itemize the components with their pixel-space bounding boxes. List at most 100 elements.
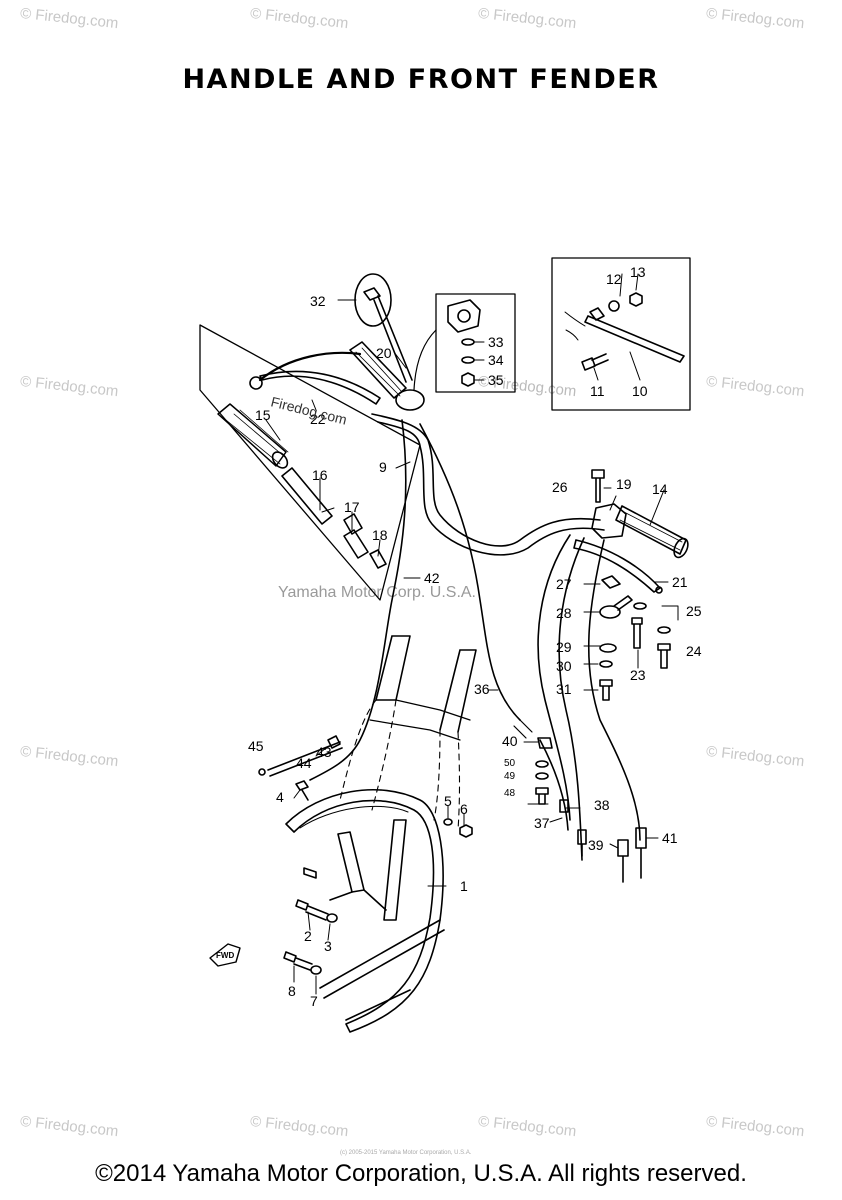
inset-box-grip (199, 324, 421, 601)
callout-35: 35 (488, 372, 504, 388)
callout-labels: 32 20 22 15 16 17 18 9 42 36 33 34 35 12… (248, 264, 702, 1009)
callout-44: 44 (296, 755, 312, 771)
bolt-2 (295, 899, 329, 921)
grip-20 (349, 341, 407, 399)
washer-25 (657, 626, 671, 634)
callout-3: 3 (324, 938, 332, 954)
callout-7: 7 (310, 993, 318, 1009)
callout-31: 31 (556, 681, 572, 697)
callout-4: 4 (276, 789, 284, 805)
cable-36 (419, 423, 521, 721)
bolt-31 (599, 679, 613, 701)
inset-box-bolt (551, 257, 691, 411)
callout-40: 40 (502, 733, 518, 749)
part-28 (599, 605, 621, 619)
callout-37: 37 (534, 815, 550, 831)
callout-12: 12 (606, 271, 622, 287)
inset-bolt-head (589, 307, 605, 321)
callout-34: 34 (488, 352, 504, 368)
callout-27: 27 (556, 576, 572, 592)
fwd-arrow-icon (209, 943, 241, 967)
inset-washer-12 (608, 300, 620, 312)
inset-nut-13 (629, 292, 643, 307)
callout-20: 20 (376, 345, 392, 361)
callout-25: 25 (686, 603, 702, 619)
callout-43: 43 (316, 744, 332, 760)
callout-21: 21 (672, 574, 688, 590)
callout-23: 23 (630, 667, 646, 683)
callout-5: 5 (444, 793, 452, 809)
fine-print: (c) 2005-2015 Yamaha Motor Corporation, … (340, 1150, 472, 1156)
lever-22 (259, 370, 381, 405)
throttle-18 (369, 549, 387, 569)
cable-41 (587, 539, 641, 841)
callout-26: 26 (552, 479, 568, 495)
callout-45: 45 (248, 738, 264, 754)
fork-left (375, 635, 411, 701)
callout-8: 8 (288, 983, 296, 999)
callout-16: 16 (312, 467, 328, 483)
callout-33: 33 (488, 334, 504, 350)
cable-39 (558, 537, 585, 861)
callout-10: 10 (632, 383, 648, 399)
switch-housing (395, 389, 425, 411)
bolt-26 (591, 469, 605, 503)
lever-21 (573, 539, 661, 593)
watermark-inline: Firedog.com (269, 393, 348, 427)
grip-15 (217, 403, 287, 467)
callout-42: 42 (424, 570, 440, 586)
throttle-17 (343, 513, 369, 559)
callout-1: 1 (460, 878, 468, 894)
bracket-clamp (447, 299, 481, 333)
callout-29: 29 (556, 639, 572, 655)
callout-17: 17 (344, 499, 360, 515)
watermark-yamaha: Yamaha Motor Corp. U.S.A. (278, 584, 476, 601)
callout-49: 49 (504, 771, 516, 782)
bolt-4 (295, 780, 309, 801)
washer-29 (599, 643, 617, 653)
washer-34 (461, 356, 475, 364)
callout-15: 15 (255, 407, 271, 423)
callout-9: 9 (379, 459, 387, 475)
cable-42 (309, 419, 407, 781)
callout-36: 36 (474, 681, 490, 697)
callout-2: 2 (304, 928, 312, 944)
lever-pivot (249, 376, 263, 390)
callout-14: 14 (652, 481, 668, 497)
fender-stay (337, 819, 407, 921)
nut-35 (461, 372, 475, 387)
callout-22: 22 (310, 411, 326, 427)
page-title: HANDLE AND FRONT FENDER (182, 64, 660, 95)
cable-38 (537, 534, 571, 821)
fender-1 (285, 789, 444, 1033)
copyright-footer: ©2014 Yamaha Motor Corporation, U.S.A. A… (95, 1160, 747, 1187)
junction-40 (537, 737, 553, 749)
callout-11: 11 (590, 383, 605, 399)
callout-38: 38 (594, 797, 610, 813)
callout-48: 48 (504, 788, 516, 799)
callout-39: 39 (588, 837, 604, 853)
cable-37 (539, 739, 569, 831)
callout-24: 24 (686, 643, 702, 659)
bolt-24 (657, 643, 671, 669)
handlebar-9 (371, 413, 601, 547)
callout-19: 19 (616, 476, 632, 492)
washer-30 (599, 660, 613, 668)
inset-rod (584, 315, 685, 363)
inset-box-bracket (435, 293, 516, 393)
callout-41: 41 (662, 830, 678, 846)
bolt-8 (283, 951, 313, 971)
fwd-label: FWD (216, 951, 234, 960)
master-cyl-19 (591, 503, 627, 539)
callout-32: 32 (310, 293, 326, 309)
bolt-48 (535, 787, 549, 805)
clamp-27 (601, 575, 621, 589)
washer-3 (326, 913, 338, 923)
nut-6 (459, 824, 473, 838)
inset-bolt-11 (581, 353, 609, 371)
washer-33 (461, 338, 475, 346)
callout-18: 18 (372, 527, 388, 543)
callout-6: 6 (460, 801, 468, 817)
